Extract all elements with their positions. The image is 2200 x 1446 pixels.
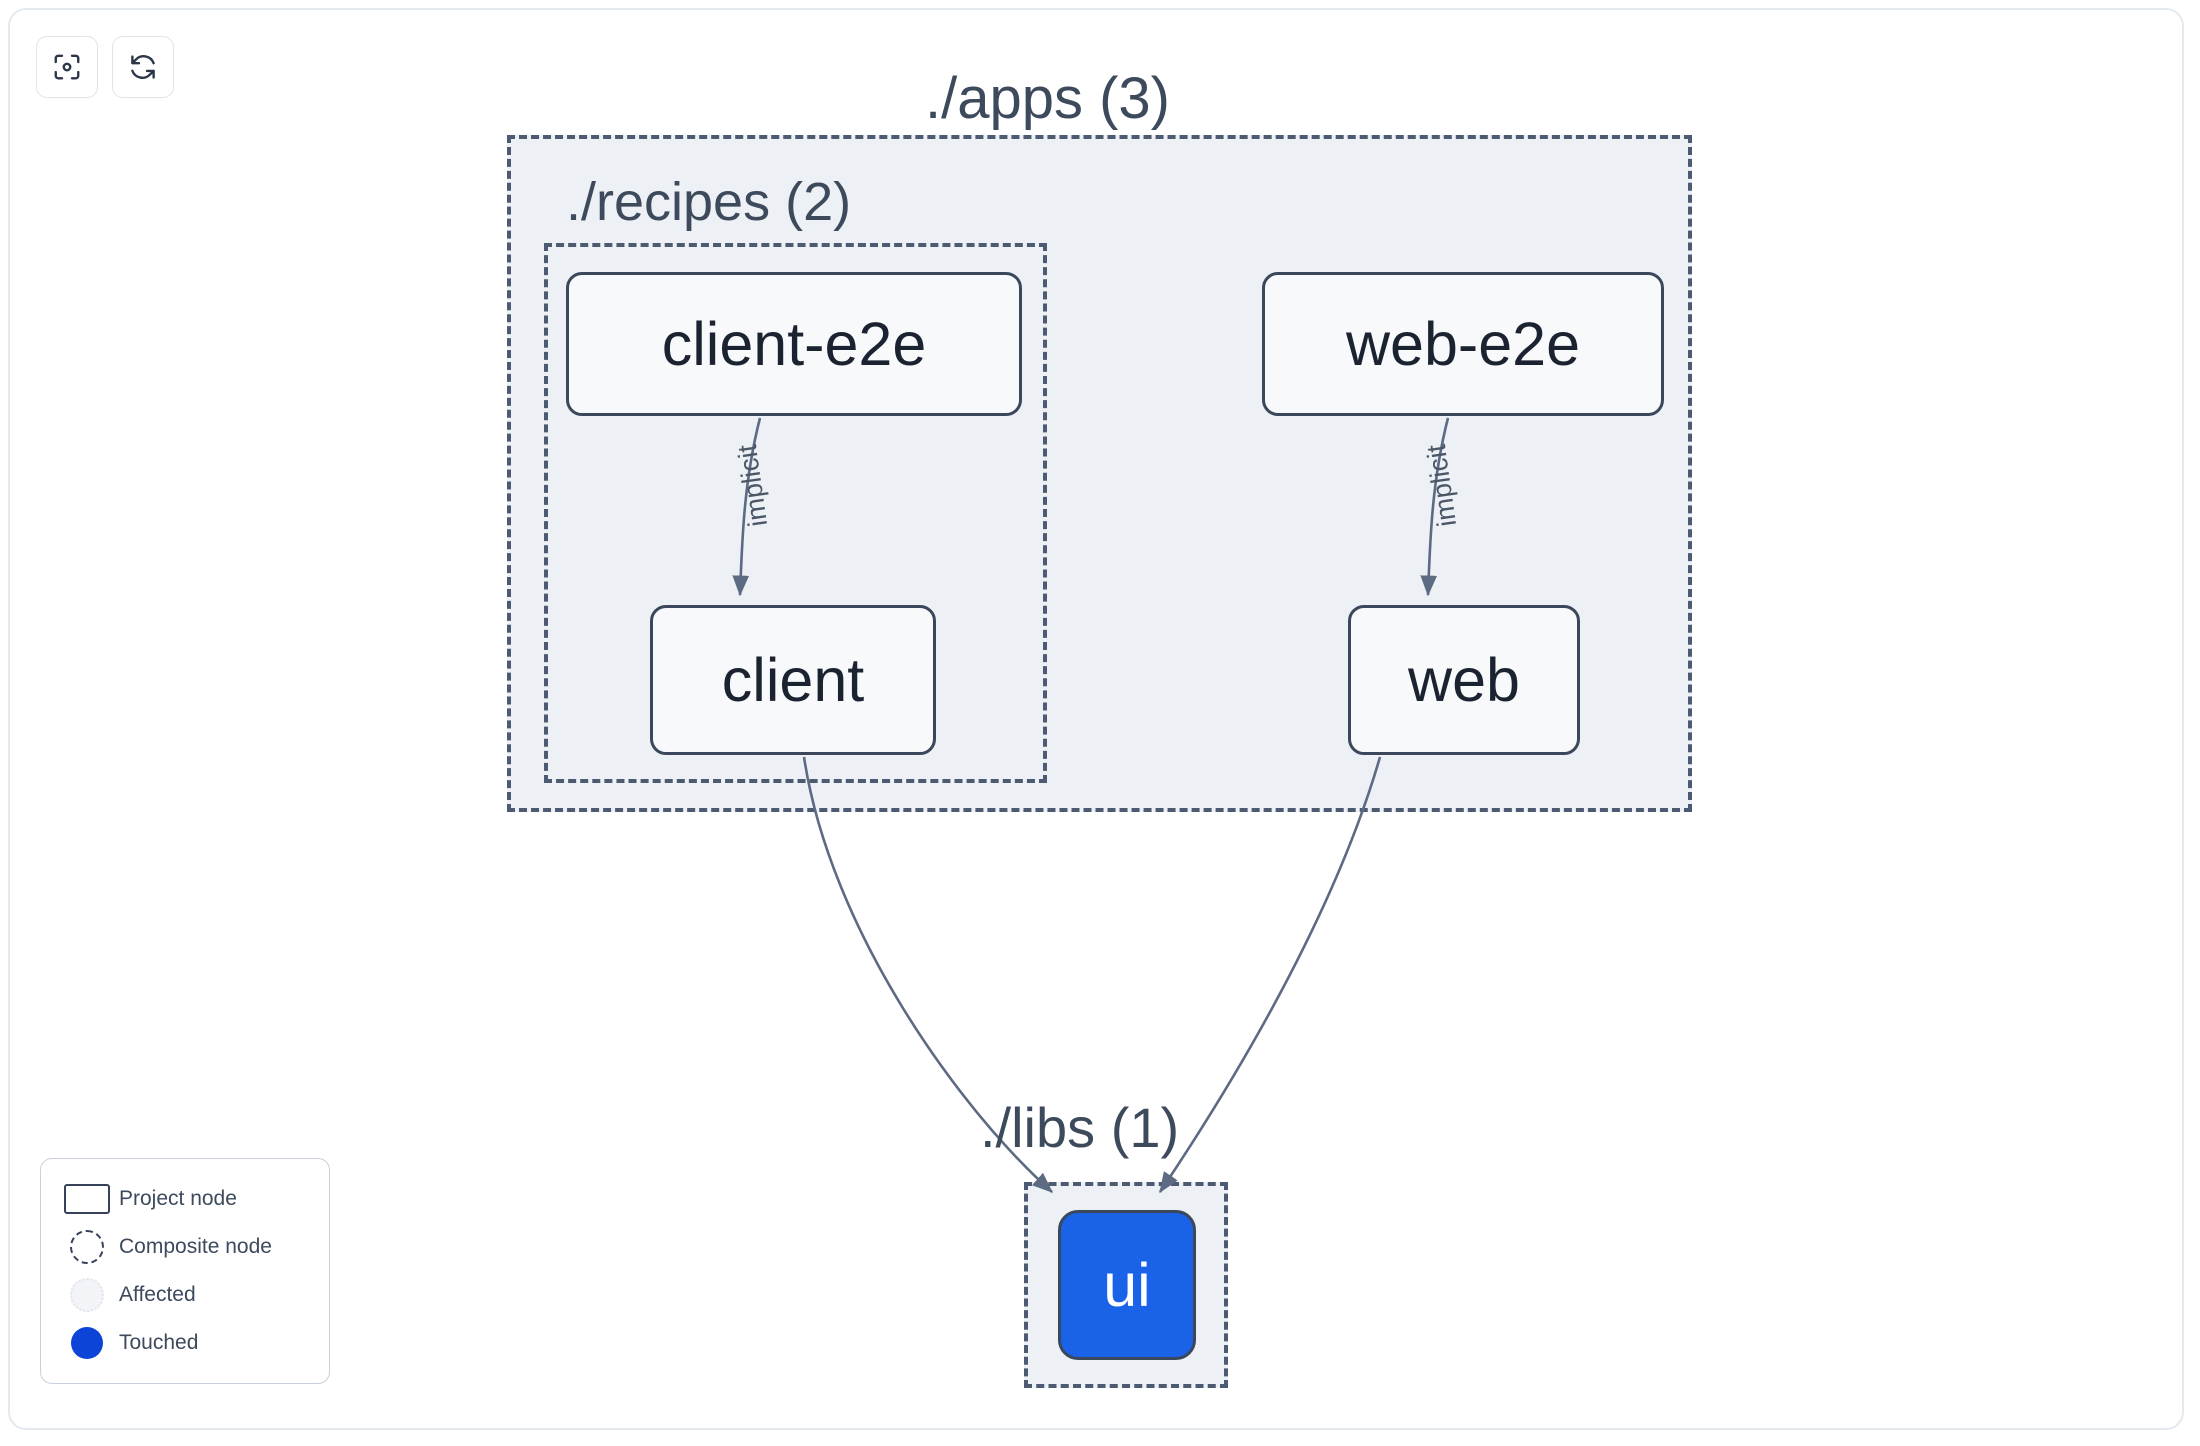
focus-graph-button[interactable] (36, 36, 98, 98)
node-client-label: client (721, 646, 865, 714)
node-web[interactable]: web (1348, 605, 1580, 755)
focus-target-icon (52, 52, 82, 82)
legend-label-project-node: Project node (119, 1187, 237, 1210)
group-apps-label: ./apps (3) (925, 66, 1170, 131)
node-client-e2e[interactable]: client-e2e (566, 272, 1022, 416)
refresh-graph-button[interactable] (112, 36, 174, 98)
node-web-e2e-label: web-e2e (1346, 310, 1580, 378)
legend-label-affected: Affected (119, 1283, 196, 1306)
node-ui-label: ui (1103, 1251, 1151, 1319)
graph-legend: Project node Composite node Affected Tou… (40, 1158, 330, 1384)
node-web-label: web (1408, 646, 1520, 714)
touched-swatch (61, 1327, 113, 1359)
node-web-e2e[interactable]: web-e2e (1262, 272, 1664, 416)
graph-toolbar (36, 36, 174, 98)
refresh-icon (128, 52, 158, 82)
group-libs-label: ./libs (1) (980, 1096, 1180, 1159)
legend-item-project-node: Project node (61, 1175, 311, 1223)
composite-node-swatch (61, 1230, 113, 1264)
project-node-swatch (61, 1184, 113, 1214)
legend-item-touched: Touched (61, 1319, 311, 1367)
affected-swatch (61, 1278, 113, 1312)
node-client[interactable]: client (650, 605, 936, 755)
legend-label-composite-node: Composite node (119, 1235, 272, 1258)
group-recipes-label: ./recipes (2) (566, 172, 852, 232)
node-ui[interactable]: ui (1058, 1210, 1196, 1360)
legend-label-touched: Touched (119, 1331, 199, 1354)
node-client-e2e-label: client-e2e (661, 310, 927, 378)
legend-item-composite-node: Composite node (61, 1223, 311, 1271)
legend-item-affected: Affected (61, 1271, 311, 1319)
